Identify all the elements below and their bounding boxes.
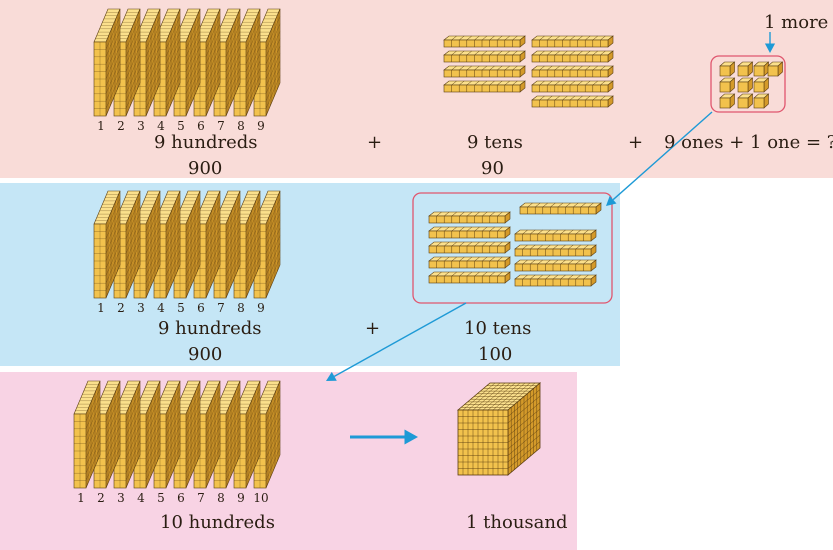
hundred-flat [233, 190, 261, 299]
flat-number: 4 [157, 119, 165, 133]
flat-number: 2 [117, 301, 125, 315]
row3-hundreds-label: 10 hundreds [160, 512, 275, 533]
row2-plus: + [365, 318, 381, 339]
flat-number: 3 [137, 301, 145, 315]
hundred-flat [253, 190, 281, 299]
row1-plus-1: + [367, 132, 383, 153]
one-cube [753, 61, 770, 77]
row1-plus-2: + [628, 132, 644, 153]
new-ten-rod [519, 202, 602, 215]
one-cube [719, 93, 736, 109]
exchange-arrow [350, 429, 418, 445]
flat-number: 4 [157, 301, 165, 315]
ten-rod [443, 65, 526, 78]
hundred-flat [193, 380, 221, 489]
tens-box [412, 192, 613, 304]
one-cube [753, 77, 770, 93]
flat-number: 1 [97, 301, 105, 315]
hundred-flat [93, 190, 121, 299]
row1-tens-value: 90 [481, 158, 504, 179]
row1-hundreds-value: 900 [188, 158, 223, 179]
ones-box [710, 55, 786, 113]
one-cube [719, 61, 736, 77]
row2-tens-label: 10 tens [464, 318, 532, 339]
one-cube [767, 61, 784, 77]
flat-number: 6 [197, 301, 205, 315]
row1-ones-label: 9 ones + 1 one = ? [664, 132, 833, 153]
ten-rod [428, 226, 511, 239]
ten-rod [443, 80, 526, 93]
hundred-flat [93, 8, 121, 117]
ten-rod [443, 35, 526, 48]
flat-number: 8 [237, 301, 245, 315]
one-more-arrow [764, 32, 776, 53]
one-cube [753, 93, 770, 109]
flat-number: 7 [217, 119, 225, 133]
row3-thousand-label: 1 thousand [466, 512, 568, 533]
ones-to-ten-arrow [606, 111, 713, 206]
flat-number: 3 [137, 119, 145, 133]
hundred-flat [73, 380, 101, 489]
flat-number: 1 [77, 491, 85, 505]
ten-rod [514, 259, 597, 272]
ten-rod [531, 80, 614, 93]
flat-number: 5 [157, 491, 165, 505]
one-cube [719, 77, 736, 93]
flat-number: 1 [97, 119, 105, 133]
ten-rod [443, 50, 526, 63]
ten-rod [531, 95, 614, 108]
ten-rod [531, 50, 614, 63]
flat-number: 5 [177, 119, 185, 133]
flat-number: 2 [97, 491, 105, 505]
one-more-label: 1 more [764, 12, 829, 33]
thousand-cube [456, 382, 542, 476]
flat-number: 8 [237, 119, 245, 133]
ten-rod [531, 65, 614, 78]
flat-number: 4 [137, 491, 145, 505]
flat-number: 9 [257, 301, 265, 315]
ten-rod [514, 244, 597, 257]
ten-rod [428, 271, 511, 284]
flat-number: 2 [117, 119, 125, 133]
row1-tens-label: 9 tens [467, 132, 523, 153]
ten-rod [531, 35, 614, 48]
flat-number: 7 [217, 301, 225, 315]
ten-rod [428, 241, 511, 254]
one-cube [737, 93, 754, 109]
flat-number: 5 [177, 301, 185, 315]
row2-hundreds-label: 9 hundreds [158, 318, 262, 339]
ten-rod [514, 229, 597, 242]
one-cube [737, 61, 754, 77]
row1-hundreds-label: 9 hundreds [154, 132, 258, 153]
flat-number: 3 [117, 491, 125, 505]
hundred-flat [213, 380, 241, 489]
flat-number: 10 [253, 491, 269, 505]
hundred-flat [193, 190, 221, 299]
flat-number: 7 [197, 491, 205, 505]
ten-rod [428, 256, 511, 269]
one-cube [737, 77, 754, 93]
row2-tens-value: 100 [478, 344, 513, 365]
row2-hundreds-value: 900 [188, 344, 223, 365]
flat-number: 8 [217, 491, 225, 505]
ten-rod [514, 274, 597, 287]
flat-number: 9 [257, 119, 265, 133]
tens-to-hundred-arrow [326, 302, 467, 381]
flat-number: 6 [197, 119, 205, 133]
ten-rod [428, 211, 511, 224]
flat-number: 9 [237, 491, 245, 505]
flat-number: 6 [177, 491, 185, 505]
